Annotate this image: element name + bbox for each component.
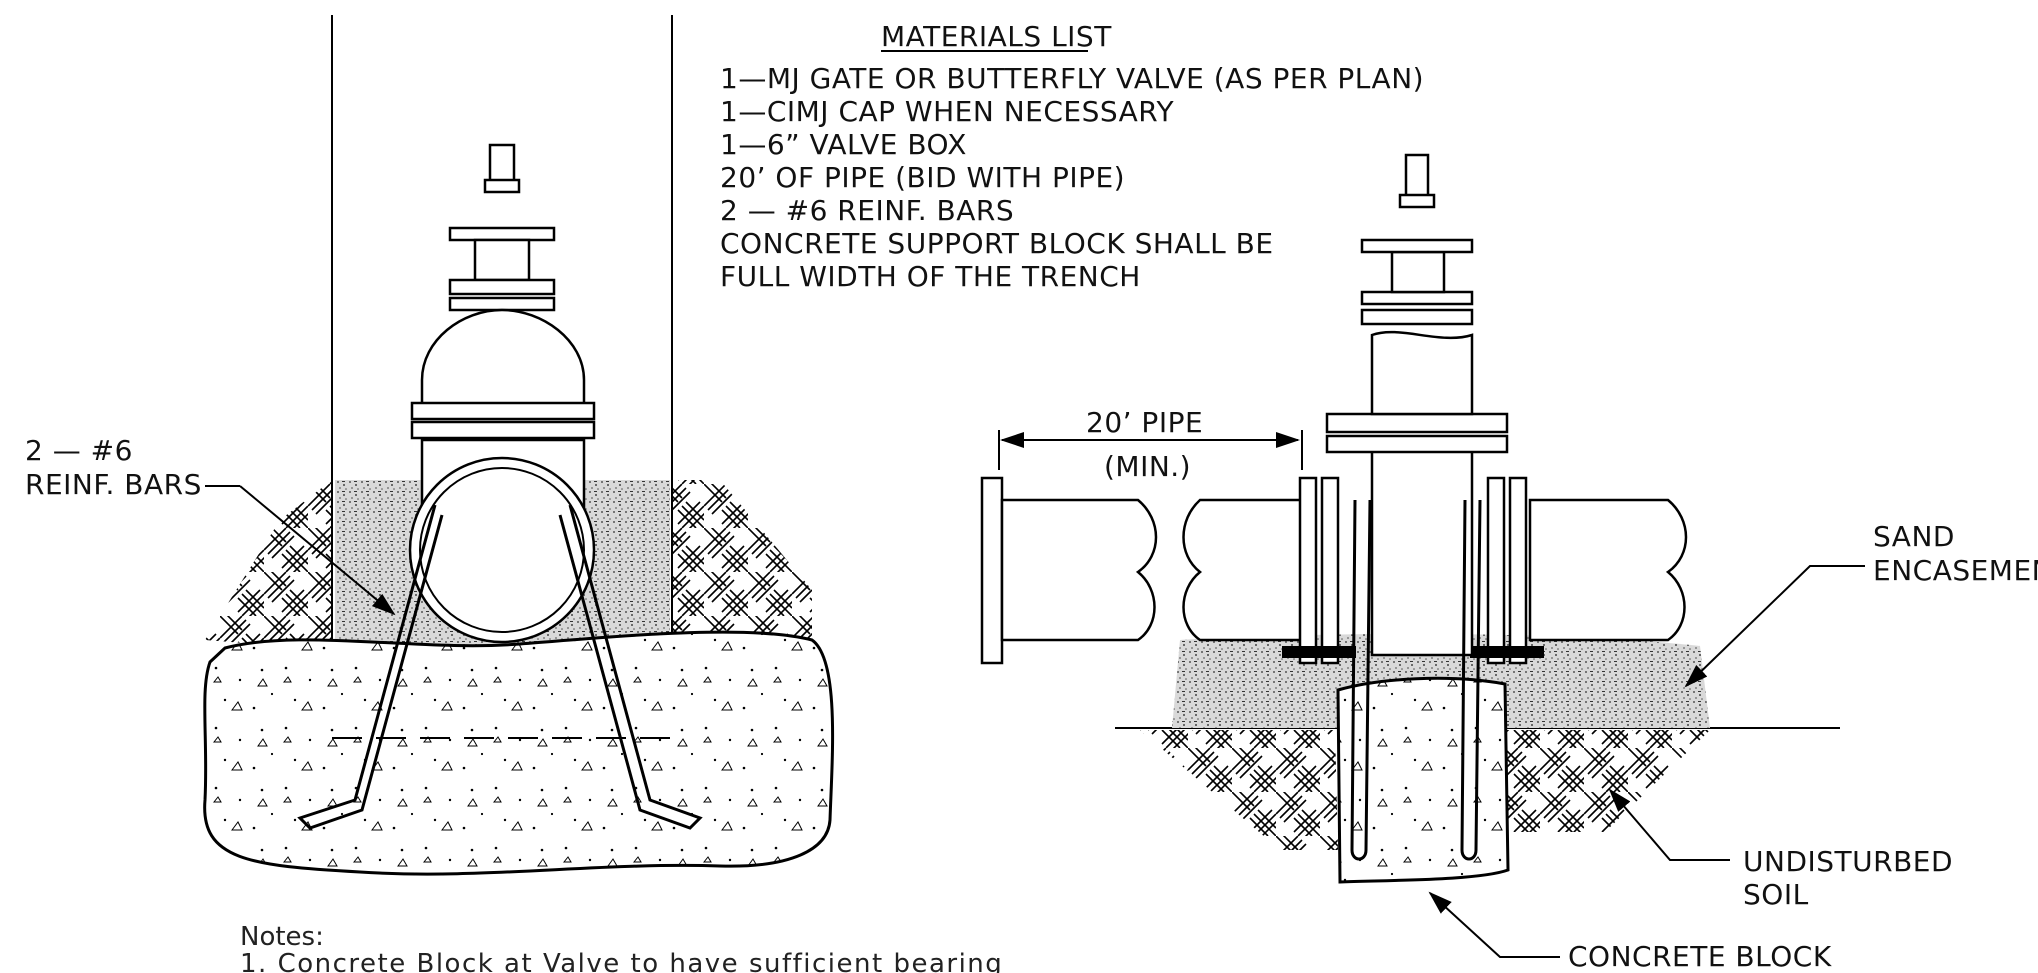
notes-line-1: 1. Concrete Block at Valve to have suffi… bbox=[240, 949, 1003, 973]
reinf-bars-label-line1: 2 — #6 bbox=[25, 434, 133, 467]
reinf-bars-label-line2: REINF. BARS bbox=[25, 468, 202, 501]
left-concrete-block bbox=[203, 630, 835, 876]
notes-heading: Notes: bbox=[240, 922, 324, 952]
right-pipe-segment-1 bbox=[1000, 498, 1158, 642]
right-valve-body bbox=[1370, 448, 1474, 657]
sand-encasement-label-line1: SAND bbox=[1873, 520, 1955, 553]
right-bolt-right bbox=[1470, 646, 1544, 658]
right-valve-flange-a bbox=[1325, 412, 1509, 434]
pipe-dim-label-line1: 20’ PIPE bbox=[1086, 406, 1203, 439]
reinf-leader-arrow bbox=[239, 485, 396, 616]
right-elevation-view bbox=[980, 153, 1865, 958]
pipe-dim-label-line2: (MIN.) bbox=[1104, 450, 1191, 483]
materials-title: MATERIALS LIST bbox=[881, 20, 1112, 53]
left-section-view bbox=[203, 15, 835, 876]
left-valve-body-flange-a bbox=[410, 401, 596, 421]
left-valve-bonnet-flange bbox=[448, 226, 556, 242]
right-valve-nut bbox=[1398, 193, 1436, 209]
right-mj-flange-r2 bbox=[1508, 476, 1528, 665]
right-reinf-bar-left bbox=[1350, 499, 1372, 861]
right-mj-flange-r1 bbox=[1486, 476, 1506, 665]
materials-item: 20’ OF PIPE (BID WITH PIPE) bbox=[720, 161, 1125, 194]
left-pipe-inner bbox=[419, 467, 585, 633]
right-valve-bonnet bbox=[1370, 330, 1474, 416]
materials-item: 1—MJ GATE OR BUTTERFLY VALVE (AS PER PLA… bbox=[720, 62, 1424, 95]
right-soil-hatch-right bbox=[1505, 730, 1710, 832]
left-soil-hatch-right bbox=[672, 480, 812, 650]
right-reinf-bar-right bbox=[1460, 499, 1482, 861]
left-valve-flange-a bbox=[448, 278, 556, 296]
materials-item: 2 — #6 REINF. BARS bbox=[720, 194, 1014, 227]
right-valve-operator-flange bbox=[1360, 238, 1474, 254]
left-soil-hatch bbox=[205, 480, 332, 650]
right-valve-flange-b bbox=[1325, 434, 1509, 454]
right-mj-flange-l1 bbox=[1298, 476, 1318, 665]
right-valve-top-flange-a bbox=[1360, 290, 1474, 306]
sand-leader bbox=[1684, 565, 1865, 688]
right-pipe-segment-3 bbox=[1528, 498, 1688, 642]
left-reinf-bar-1 bbox=[297, 504, 444, 830]
undisturbed-soil-label-line2: SOIL bbox=[1743, 878, 1809, 911]
right-valve-top-flange-b bbox=[1360, 308, 1474, 326]
soil-leader bbox=[1608, 788, 1730, 861]
concrete-block-label: CONCRETE BLOCK bbox=[1568, 940, 1832, 973]
left-pipe-outer bbox=[408, 456, 596, 644]
left-reinf-bar-2 bbox=[558, 504, 703, 830]
materials-list: MATERIALS LIST 1—MJ GATE OR BUTTERFLY VA… bbox=[720, 20, 1424, 293]
right-valve-yoke bbox=[1390, 250, 1446, 294]
materials-item: CONCRETE SUPPORT BLOCK SHALL BE bbox=[720, 227, 1274, 260]
left-valve-nut bbox=[483, 178, 521, 194]
left-valve-flange-b bbox=[448, 296, 556, 312]
sand-encasement-label-line2: ENCASEMENT bbox=[1873, 554, 2038, 587]
undisturbed-soil-label-line1: UNDISTURBED bbox=[1743, 845, 1953, 878]
right-bolt-left bbox=[1282, 646, 1356, 658]
right-mj-flange-l2 bbox=[1320, 476, 1340, 665]
materials-item: 1—6” VALVE BOX bbox=[720, 128, 967, 161]
right-pipe-segment-2 bbox=[1182, 498, 1307, 642]
right-concrete-block bbox=[1336, 676, 1510, 884]
left-valve-body-flange-b bbox=[410, 420, 596, 440]
right-pipe-end-flange bbox=[980, 476, 1004, 665]
concrete-leader bbox=[1428, 891, 1560, 958]
materials-item: FULL WIDTH OF THE TRENCH bbox=[720, 260, 1141, 293]
materials-item: 1—CIMJ CAP WHEN NECESSARY bbox=[720, 95, 1174, 128]
left-valve-yoke bbox=[473, 238, 531, 282]
left-valve-dome bbox=[420, 308, 586, 407]
right-soil-hatch-left bbox=[1140, 730, 1338, 850]
